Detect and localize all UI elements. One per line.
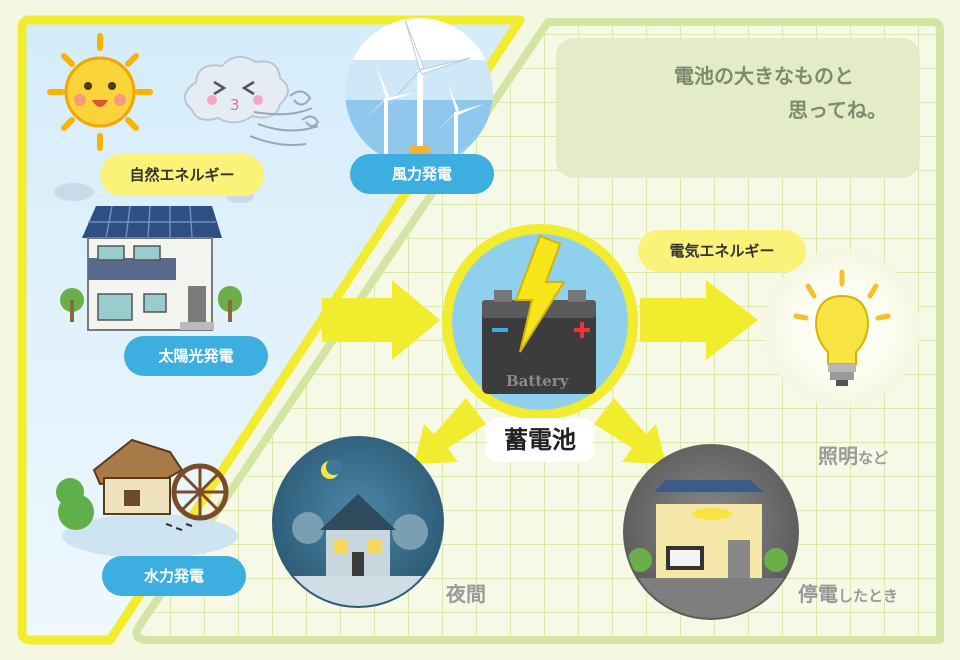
flow-arrows: [322, 280, 758, 464]
note-line-1: 電池の大きなものと: [674, 64, 854, 88]
outage-caption: 停電したとき: [798, 578, 898, 607]
lightbulb-icon: [764, 250, 920, 406]
arrow-to-night: [414, 398, 486, 464]
electric-energy-label: 電気エネルギー: [638, 230, 806, 272]
wind-turbine-icon: [345, 18, 493, 166]
wind-power-label: 風力発電: [350, 154, 494, 194]
note-bubble: 電池の大きなものと 思ってね。: [556, 38, 920, 178]
battery-word: Battery: [506, 372, 570, 390]
hydro-power-label: 水力発電: [102, 556, 246, 596]
night-caption: 夜間: [446, 582, 486, 606]
arrow-to-lighting: [640, 280, 758, 360]
note-line-2: 思ってね。: [788, 98, 887, 122]
sun-icon: [47, 33, 153, 151]
waterwheel-icon: [56, 438, 238, 558]
battery-icon: Battery: [442, 224, 638, 420]
arrow-to-outage: [594, 398, 666, 464]
outage-house-icon: [623, 444, 799, 620]
outage-suffix: したとき: [838, 587, 899, 605]
solar-house-icon: [60, 205, 242, 331]
night-house-icon: [272, 436, 444, 608]
lighting-suffix: など: [858, 449, 889, 467]
lighting-caption: 照明など: [818, 440, 888, 469]
natural-energy-label: 自然エネルギー: [100, 154, 264, 196]
lighting-main: 照明: [818, 444, 858, 468]
wind-cloud-icon: 3: [184, 55, 320, 146]
arrow-to-battery: [322, 280, 440, 360]
svg-text:3: 3: [230, 96, 240, 114]
solar-power-label: 太陽光発電: [124, 336, 268, 376]
storage-battery-label: 蓄電池: [486, 418, 594, 462]
outage-main: 停電: [798, 582, 838, 606]
